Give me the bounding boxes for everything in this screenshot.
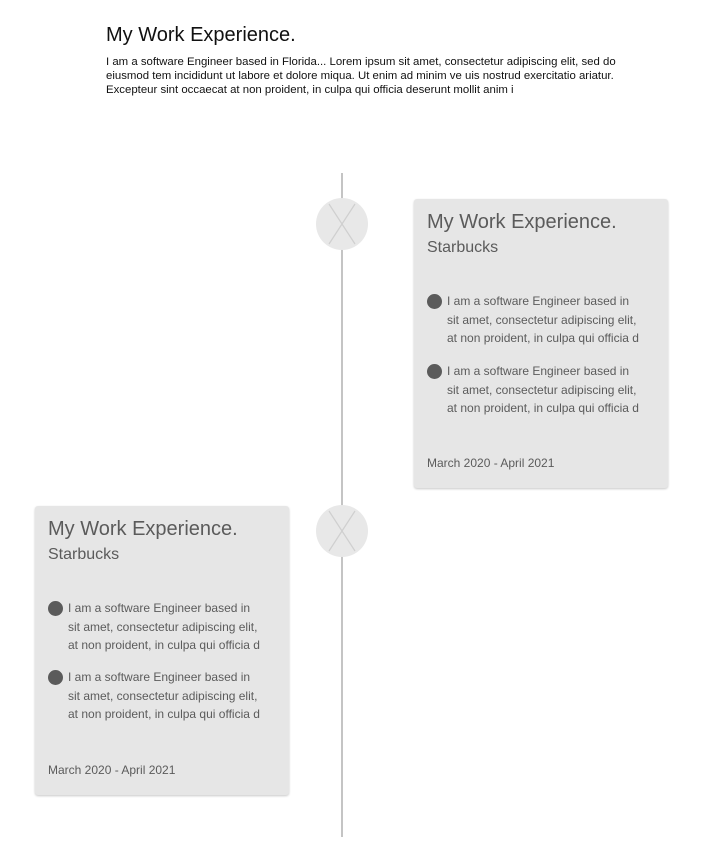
experience-card: My Work Experience. Starbucks I am a sof… bbox=[414, 199, 668, 488]
bullet-text: I am a software Engineer based in sit am… bbox=[447, 364, 639, 416]
bullet-dot-icon bbox=[48, 601, 63, 616]
image-placeholder-icon bbox=[328, 510, 356, 552]
bullet-text: I am a software Engineer based in sit am… bbox=[68, 601, 260, 653]
page-title: My Work Experience. bbox=[106, 24, 296, 46]
bullet-dot-icon bbox=[48, 670, 63, 685]
card-dates: March 2020 - April 2021 bbox=[427, 456, 555, 470]
timeline-node-image-placeholder-icon bbox=[316, 198, 368, 250]
bullet-text: I am a software Engineer based in sit am… bbox=[68, 670, 260, 722]
card-dates: March 2020 - April 2021 bbox=[48, 763, 176, 777]
bullet-item: I am a software Engineer based in sit am… bbox=[48, 599, 278, 657]
timeline-node-image-placeholder-icon bbox=[316, 505, 368, 557]
bullet-item: I am a software Engineer based in sit am… bbox=[427, 292, 657, 350]
bullet-dot-icon bbox=[427, 294, 442, 309]
image-placeholder-icon bbox=[328, 203, 356, 245]
card-company: Starbucks bbox=[48, 546, 120, 563]
intro-section: My Work Experience. I am a software Engi… bbox=[106, 22, 646, 97]
bullet-item: I am a software Engineer based in sit am… bbox=[427, 362, 657, 420]
bullet-item: I am a software Engineer based in sit am… bbox=[48, 668, 278, 726]
bullet-dot-icon bbox=[427, 364, 442, 379]
experience-card: My Work Experience. Starbucks I am a sof… bbox=[35, 506, 289, 795]
card-company: Starbucks bbox=[427, 239, 499, 256]
bullet-text: I am a software Engineer based in sit am… bbox=[447, 294, 639, 346]
intro-text: I am a software Engineer based in Florid… bbox=[106, 56, 616, 96]
card-title: My Work Experience. bbox=[48, 518, 238, 540]
card-title: My Work Experience. bbox=[427, 211, 617, 233]
